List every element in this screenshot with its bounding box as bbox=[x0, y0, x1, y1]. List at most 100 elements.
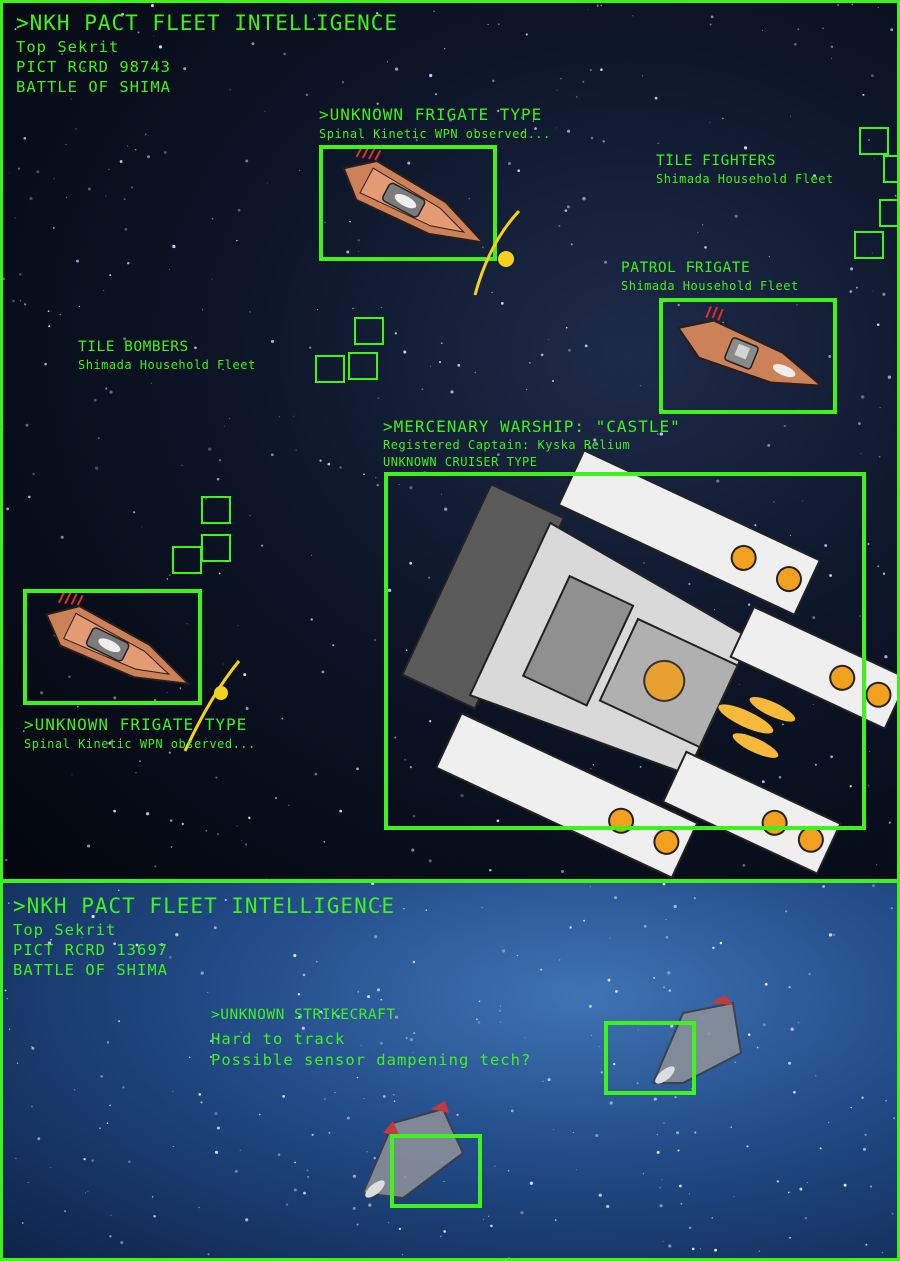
star bbox=[425, 909, 428, 911]
star bbox=[828, 355, 832, 358]
star bbox=[222, 368, 224, 371]
star bbox=[332, 644, 335, 647]
star bbox=[457, 363, 461, 367]
star bbox=[764, 982, 768, 986]
star bbox=[158, 45, 163, 49]
star bbox=[15, 1157, 17, 1159]
star bbox=[855, 286, 858, 289]
battle-name: BATTLE OF SHIMA bbox=[16, 78, 171, 96]
star bbox=[483, 1219, 485, 1221]
star bbox=[83, 1158, 86, 1161]
star bbox=[270, 453, 274, 457]
star bbox=[443, 1230, 446, 1233]
frigate-top-title: >UNKNOWN FRIGATE TYPE bbox=[319, 105, 543, 124]
star bbox=[363, 1097, 365, 1100]
star bbox=[801, 500, 803, 502]
star bbox=[783, 424, 786, 428]
star bbox=[37, 1137, 41, 1141]
star bbox=[567, 348, 571, 352]
star bbox=[175, 933, 179, 937]
star bbox=[352, 1174, 356, 1178]
star bbox=[134, 148, 137, 151]
star bbox=[843, 1183, 847, 1187]
star bbox=[258, 1113, 261, 1116]
star bbox=[394, 736, 397, 739]
star bbox=[767, 443, 771, 447]
star bbox=[500, 302, 504, 305]
star bbox=[93, 398, 97, 402]
star bbox=[734, 214, 738, 218]
star bbox=[358, 251, 359, 253]
star bbox=[405, 649, 408, 652]
star bbox=[169, 819, 173, 822]
star bbox=[556, 127, 558, 129]
star bbox=[109, 1104, 111, 1107]
star bbox=[877, 6, 879, 9]
star bbox=[510, 1109, 514, 1113]
star bbox=[862, 93, 865, 96]
tile-bomber-marker bbox=[348, 352, 378, 380]
star bbox=[879, 407, 881, 409]
star bbox=[869, 751, 871, 752]
intel-record-panel-1: >NKH PACT FLEET INTELLIGENCE Top Sekrit … bbox=[0, 0, 900, 882]
star bbox=[181, 464, 183, 467]
star bbox=[693, 897, 696, 900]
star bbox=[215, 776, 218, 779]
star bbox=[761, 780, 765, 784]
star bbox=[153, 1214, 156, 1218]
star bbox=[216, 1038, 219, 1041]
star bbox=[200, 971, 204, 975]
star bbox=[172, 244, 176, 249]
star bbox=[403, 350, 407, 354]
star bbox=[394, 1015, 399, 1019]
star bbox=[66, 196, 68, 198]
star bbox=[245, 1218, 249, 1222]
star bbox=[850, 1106, 852, 1109]
tile-fighter-marker bbox=[879, 199, 897, 227]
star bbox=[169, 574, 171, 576]
star bbox=[561, 870, 564, 873]
star bbox=[214, 1150, 219, 1154]
frigate-left-title: >UNKNOWN FRIGATE TYPE bbox=[24, 715, 248, 734]
star bbox=[124, 228, 128, 231]
star bbox=[653, 976, 656, 979]
star bbox=[873, 158, 875, 160]
star bbox=[790, 1027, 794, 1031]
star bbox=[368, 1203, 372, 1207]
star bbox=[50, 938, 52, 941]
star bbox=[213, 926, 217, 930]
star bbox=[867, 785, 870, 787]
star bbox=[499, 1021, 501, 1023]
star bbox=[109, 274, 112, 277]
star bbox=[532, 120, 535, 122]
frigate-left-note: Spinal Kinetic WPN observed... bbox=[24, 737, 256, 751]
tile-fighters-note: Shimada Household Fleet bbox=[656, 172, 834, 186]
star bbox=[482, 246, 484, 249]
star bbox=[313, 18, 315, 20]
star bbox=[53, 635, 55, 637]
star bbox=[216, 477, 220, 481]
star bbox=[150, 4, 154, 8]
star bbox=[564, 209, 568, 213]
star bbox=[656, 1150, 660, 1154]
star bbox=[893, 1117, 896, 1120]
star bbox=[373, 1156, 376, 1160]
star bbox=[236, 239, 238, 242]
star bbox=[189, 1056, 191, 1058]
star bbox=[14, 28, 17, 31]
star bbox=[209, 1039, 213, 1043]
star bbox=[746, 1145, 749, 1148]
star bbox=[865, 1243, 868, 1246]
star bbox=[656, 1133, 658, 1136]
star bbox=[357, 991, 359, 993]
strikecraft-target-box-2 bbox=[390, 1134, 482, 1208]
star bbox=[205, 829, 208, 832]
frigate-top-target-box bbox=[319, 145, 497, 261]
starfield bbox=[4, 883, 896, 1258]
star bbox=[742, 864, 746, 867]
star bbox=[266, 182, 268, 184]
star bbox=[478, 1000, 481, 1003]
star bbox=[804, 1216, 808, 1220]
star bbox=[281, 717, 284, 720]
star bbox=[310, 618, 313, 621]
